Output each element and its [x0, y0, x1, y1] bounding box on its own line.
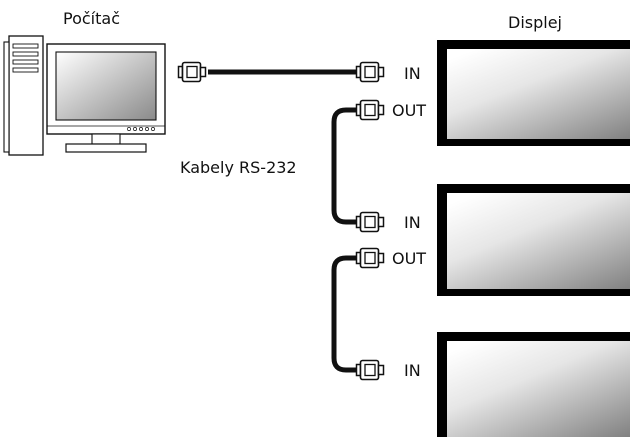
port-in-label-1: IN: [404, 64, 421, 83]
display-label: Displej: [508, 13, 562, 32]
serial-connector-icon: [355, 61, 385, 83]
display-panel-icon: [437, 332, 630, 437]
computer-label: Počítač: [63, 9, 120, 28]
cable-label: Kabely RS-232: [180, 158, 297, 177]
cable-display-2-to-display-3: [331, 255, 356, 373]
serial-connector-icon: [355, 99, 385, 121]
cable-display-1-to-display-2: [331, 107, 356, 225]
port-out-label-2: OUT: [392, 249, 426, 268]
display-panels: [437, 40, 630, 437]
display-panel-icon: [437, 40, 630, 146]
port-in-label-3: IN: [404, 361, 421, 380]
pc-monitor: [46, 43, 166, 153]
rs232-cables: [208, 69, 356, 373]
desktop-computer-icon: [3, 35, 166, 156]
display-panel-icon: [437, 184, 630, 296]
serial-connector-icon: [177, 61, 207, 83]
serial-connector-icon: [355, 211, 385, 233]
serial-connector-icon: [355, 359, 385, 381]
port-out-label-1: OUT: [392, 101, 426, 120]
port-in-label-2: IN: [404, 213, 421, 232]
pc-tower: [3, 35, 44, 156]
serial-connector-icon: [355, 247, 385, 269]
